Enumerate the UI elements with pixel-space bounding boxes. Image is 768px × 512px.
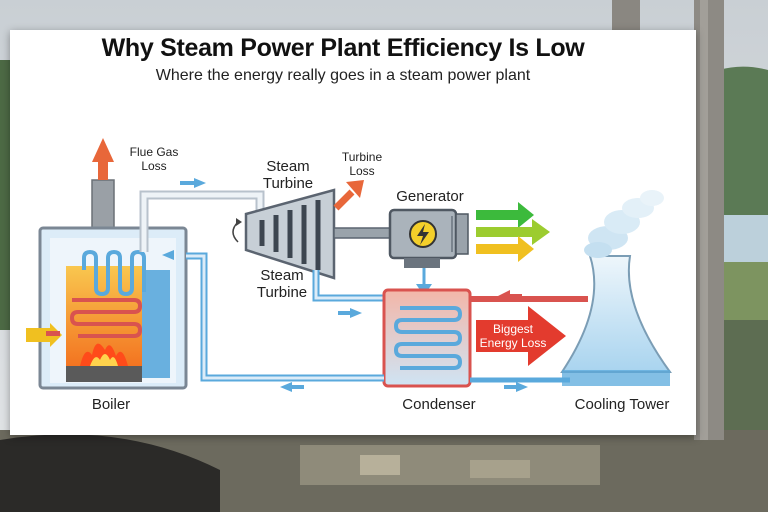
page-title: Why Steam Power Plant Efficiency Is Low xyxy=(0,34,686,63)
steam-plant-diagram xyxy=(10,30,696,435)
steam-plume-icon xyxy=(584,190,664,258)
cooling-water-hot-pipe xyxy=(470,290,588,302)
chimney xyxy=(92,180,114,228)
biggest-energy-loss-label: Biggest Energy Loss xyxy=(474,322,552,350)
turbine-loss-arrow-icon xyxy=(336,180,364,208)
steam-turbine xyxy=(233,190,334,278)
turbine-shaft xyxy=(334,228,390,238)
flue-gas-loss-label: Flue Gas Loss xyxy=(118,145,190,173)
condenser-label: Condenser xyxy=(384,396,494,413)
boiler-label: Boiler xyxy=(66,396,156,413)
generator-label: Generator xyxy=(382,188,478,205)
turbine-loss-label: Turbine Loss xyxy=(326,150,398,178)
boiler xyxy=(26,228,186,388)
flue-gas-arrow-icon xyxy=(92,138,114,180)
cooling-tower-label: Cooling Tower xyxy=(560,396,684,413)
condenser xyxy=(384,290,470,386)
power-output-arrows xyxy=(476,202,550,262)
cooling-tower xyxy=(562,190,670,386)
page-subtitle: Where the energy really goes in a steam … xyxy=(0,67,686,85)
steam-turbine-bottom-label: Steam Turbine xyxy=(240,267,324,301)
generator xyxy=(390,210,468,268)
steam-turbine-top-label: Steam Turbine xyxy=(246,158,330,192)
